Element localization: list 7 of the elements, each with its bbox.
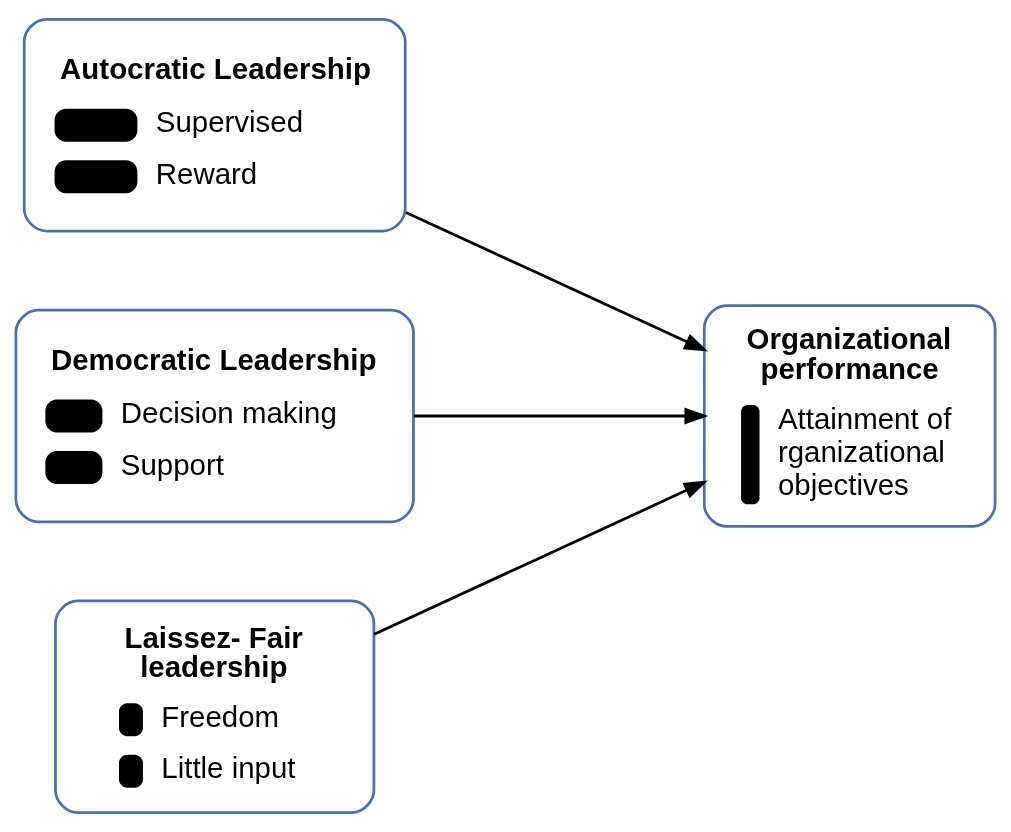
node-box: Autocratic Leadership Supervised Reward xyxy=(22,18,407,233)
arrow xyxy=(405,211,709,352)
node-box: Organizational performance Attainment of rganizational objectives xyxy=(702,304,997,528)
arrow xyxy=(373,480,708,636)
node-box: Laissez- Fair leadership Freedom Little input xyxy=(54,599,376,814)
arrow xyxy=(413,407,709,425)
node-box: Democratic Leadership Decision making Support xyxy=(14,308,415,524)
